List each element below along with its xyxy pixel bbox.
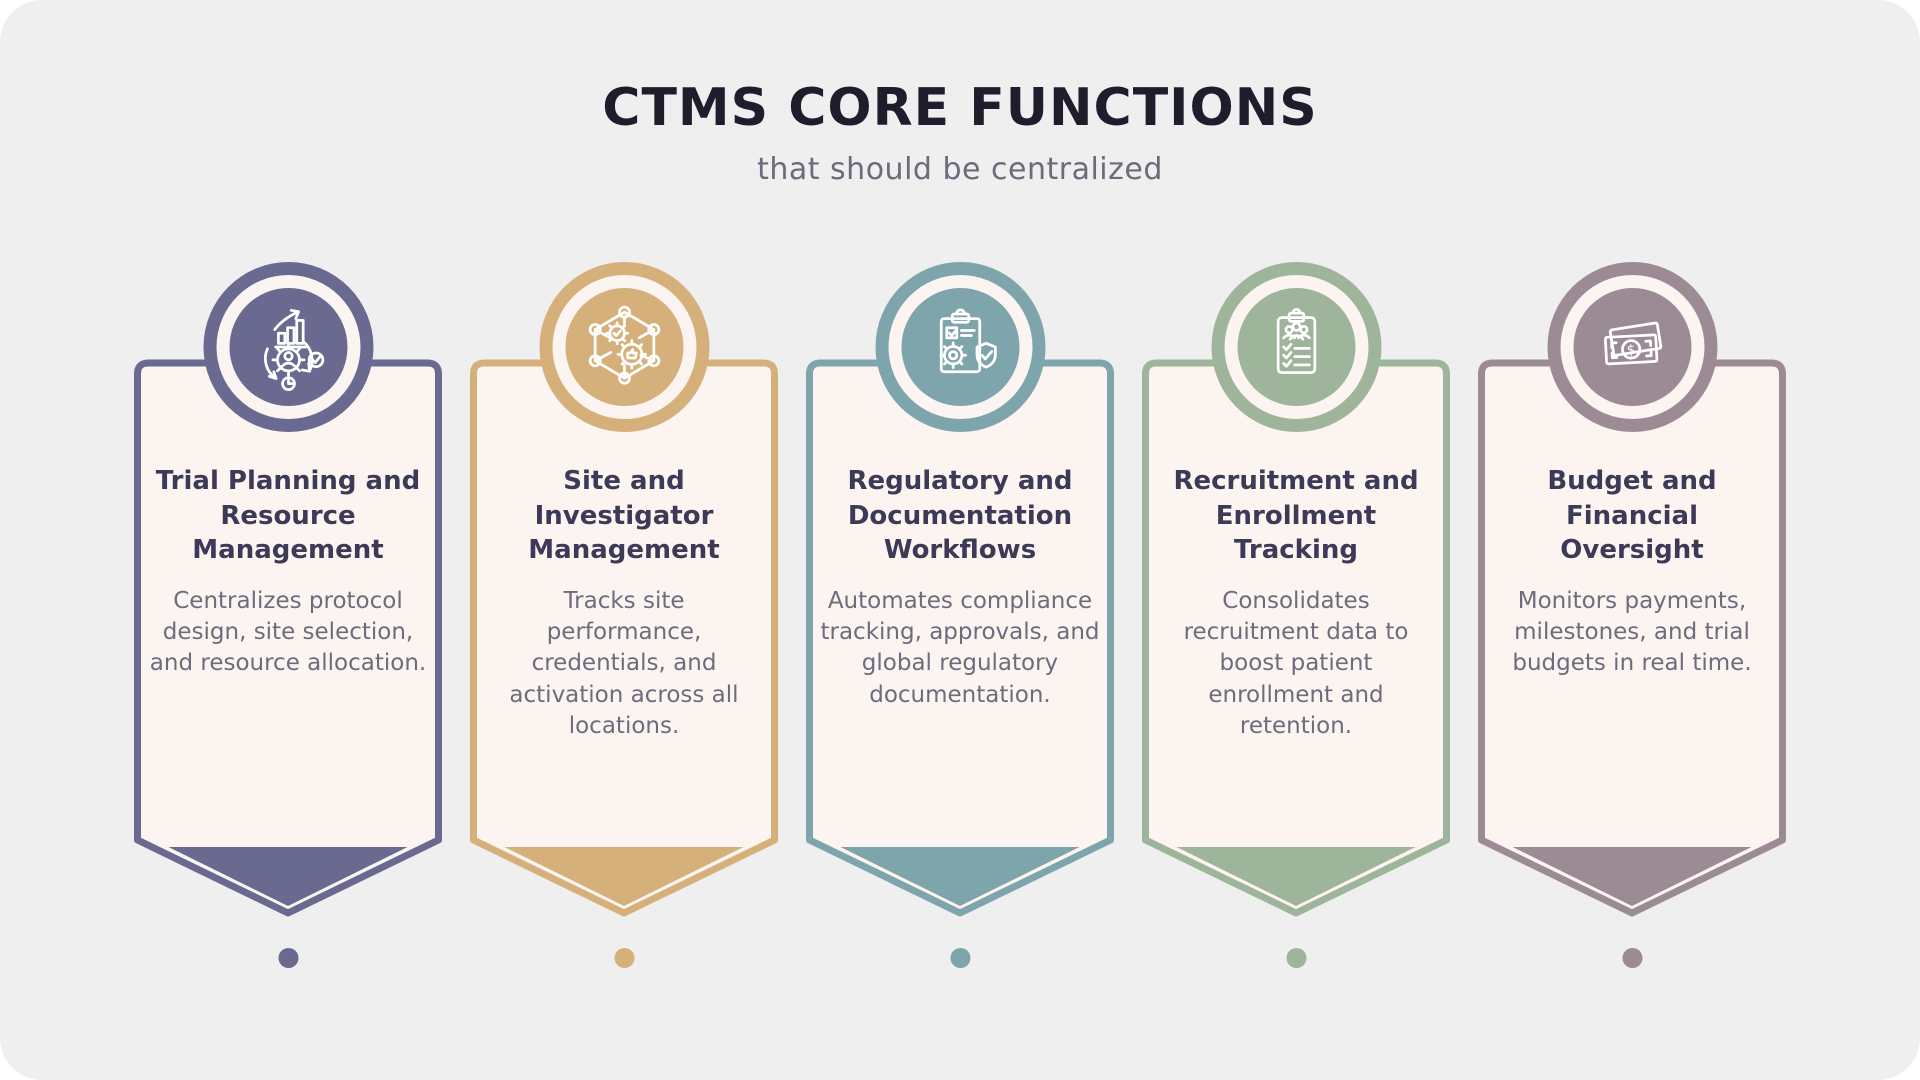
card-description: Consolidates recruitment data to boost p…: [1183, 587, 1409, 739]
page-title: CTMS CORE FUNCTIONS: [602, 78, 1318, 138]
card-title: Site and Investigator Management: [528, 466, 720, 566]
clipboard-people-checklist-icon: [1276, 308, 1316, 375]
card-content: Site and Investigator Management Tracks …: [469, 358, 780, 742]
cards-row: Trial Planning and Resource Management C…: [133, 262, 1788, 968]
banner-shape: [470, 359, 778, 917]
card-title: Regulatory and Documentation Workflows: [847, 466, 1073, 566]
card-content: Regulatory and Documentation Workflows A…: [805, 358, 1116, 711]
card-icon-badge: [875, 262, 1045, 432]
card-description: Tracks site performance, credentials, an…: [509, 587, 739, 739]
header: CTMS CORE FUNCTIONS that should be centr…: [0, 78, 1920, 187]
card-pointer-dot: [1286, 948, 1306, 968]
card-pointer-dot: [614, 948, 634, 968]
card-icon-badge: [1211, 262, 1381, 432]
card-budget-financial: $ Budget and Financial Oversight Monitor…: [1477, 262, 1788, 968]
banner-shape: [806, 359, 1114, 917]
card-content: Trial Planning and Resource Management C…: [133, 358, 444, 680]
card-trial-planning: Trial Planning and Resource Management C…: [133, 262, 444, 968]
card-recruitment-enrollment: Recruitment and Enrollment Tracking Cons…: [1141, 262, 1452, 968]
growth-gear-cycle-icon: [263, 308, 324, 391]
card-regulatory-documentation: Regulatory and Documentation Workflows A…: [805, 262, 1116, 968]
card-content: Recruitment and Enrollment Tracking Cons…: [1141, 358, 1452, 742]
card-description: Automates compliance tracking, approvals…: [820, 587, 1100, 708]
banknotes-dollar-icon: $: [1603, 321, 1662, 366]
card-pointer-dot: [950, 948, 970, 968]
card-icon-badge: [539, 262, 709, 432]
card-description: Monitors payments, milestones, and trial…: [1512, 587, 1752, 677]
card-description: Centralizes protocol design, site select…: [149, 587, 427, 677]
card-title: Budget and Financial Oversight: [1547, 466, 1717, 566]
card-icon-badge: $: [1547, 262, 1717, 432]
card-pointer-dot: [278, 948, 298, 968]
card-title: Recruitment and Enrollment Tracking: [1173, 466, 1419, 566]
card-title: Trial Planning and Resource Management: [155, 466, 421, 566]
card-site-investigator: Site and Investigator Management Tracks …: [469, 262, 780, 968]
clipboard-gear-shield-icon: [938, 308, 997, 374]
card-content: Budget and Financial Oversight Monitors …: [1477, 358, 1788, 680]
svg-text:$: $: [1626, 342, 1636, 358]
network-gears-icon: [588, 305, 660, 385]
card-icon-badge: [203, 262, 373, 432]
card-pointer-dot: [1622, 948, 1642, 968]
banner-shape: [1478, 359, 1786, 917]
banner-shape: [134, 359, 442, 917]
page-subtitle: that should be centralized: [757, 152, 1163, 187]
banner-shape: [1142, 359, 1450, 917]
